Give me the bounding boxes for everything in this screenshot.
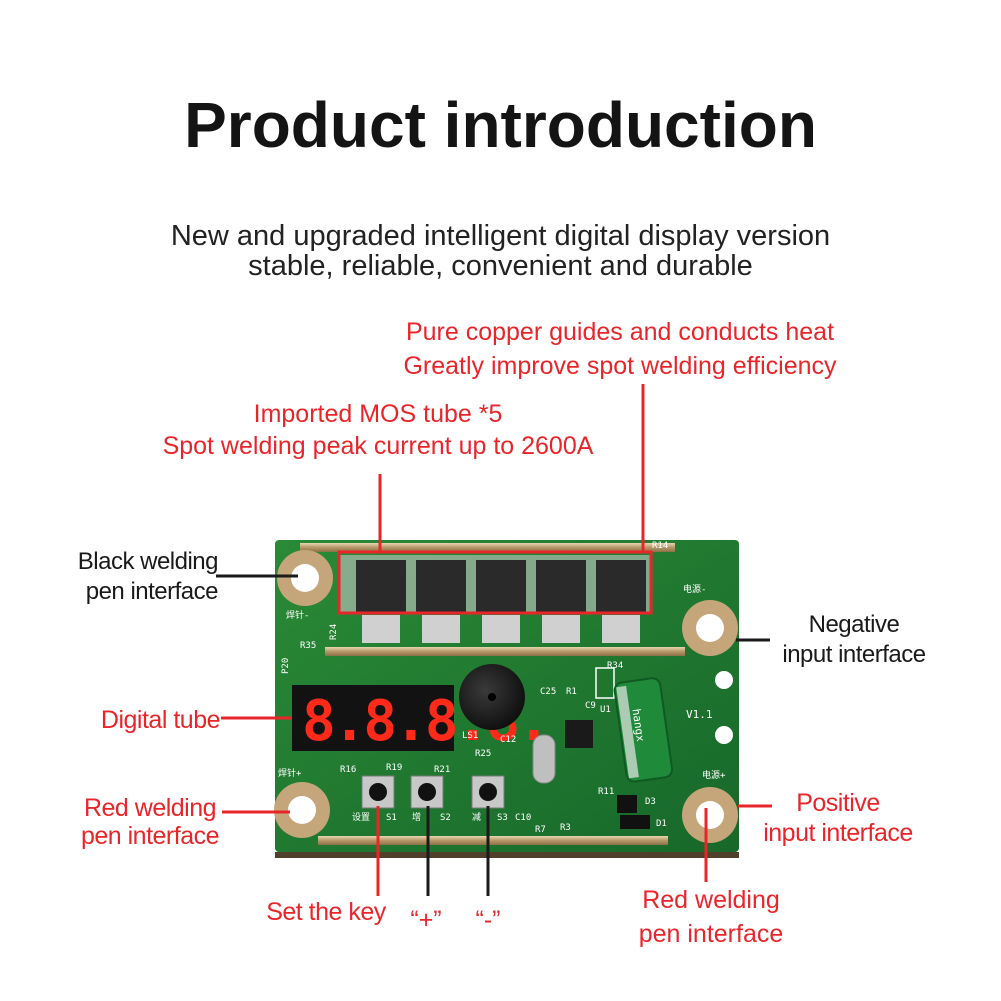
electrolytic-capacitor: hangx bbox=[613, 677, 674, 783]
tactile-buttons bbox=[361, 775, 505, 809]
mos-tube-legs bbox=[362, 615, 640, 643]
copper-rail-top bbox=[300, 543, 675, 552]
diode-d1 bbox=[620, 815, 650, 829]
crystal bbox=[532, 734, 556, 784]
svg-text:R14: R14 bbox=[652, 541, 668, 551]
silkscreen-labels: R14 R35 R24 P20 C12 LS1 R25 R16 R19 R21 … bbox=[278, 541, 726, 835]
svg-text:P20: P20 bbox=[281, 658, 291, 674]
callout-lines bbox=[216, 384, 772, 896]
mos-highlight-box bbox=[337, 550, 653, 615]
black-pen-callout-line-1: Black welding bbox=[77, 548, 219, 575]
red-pen-left-callout-line-1: Red welding bbox=[83, 794, 217, 822]
mos-tube-4 bbox=[536, 560, 586, 612]
svg-text:R16: R16 bbox=[340, 765, 356, 775]
diode-d3 bbox=[617, 795, 637, 813]
svg-text:S2: S2 bbox=[440, 813, 451, 823]
svg-text:S3: S3 bbox=[497, 813, 508, 823]
subtitle-line-1: New and upgraded intelligent digital dis… bbox=[170, 220, 831, 252]
mos-tube-1 bbox=[356, 560, 406, 612]
svg-text:S1: S1 bbox=[386, 813, 397, 823]
svg-text:R34: R34 bbox=[607, 661, 623, 671]
svg-text:设置: 设置 bbox=[352, 812, 370, 823]
pcb-bottom-edge bbox=[275, 852, 739, 858]
page-title: Product introduction bbox=[184, 89, 817, 161]
mos-tube-2 bbox=[416, 560, 466, 612]
svg-text:V1.1: V1.1 bbox=[686, 708, 713, 721]
ic-chip-u1 bbox=[565, 720, 593, 748]
digital-tube-callout: Digital tube bbox=[100, 706, 221, 734]
svg-text:电源-: 电源- bbox=[683, 583, 706, 595]
minus-key-callout: “-” bbox=[475, 906, 501, 934]
red-pen-bottom-callout-line-2: pen interface bbox=[638, 920, 784, 948]
svg-text:焊针-: 焊针- bbox=[286, 609, 309, 621]
mos-tube-3 bbox=[476, 560, 526, 612]
svg-text:R35: R35 bbox=[300, 641, 316, 651]
black-pen-callout-line-2: pen interface bbox=[85, 578, 219, 605]
subtitle-line-2: stable, reliable, convenient and durable bbox=[248, 250, 753, 282]
svg-text:U1: U1 bbox=[600, 705, 611, 715]
svg-text:LS1: LS1 bbox=[462, 731, 478, 741]
svg-text:电源+: 电源+ bbox=[702, 769, 726, 781]
svg-text:R1: R1 bbox=[566, 687, 577, 697]
svg-text:D3: D3 bbox=[645, 797, 656, 807]
mos-tube-5 bbox=[596, 560, 646, 612]
svg-text:C9: C9 bbox=[585, 701, 596, 711]
negative-callout-line-1: Negative bbox=[808, 611, 900, 638]
mounting-hole-2 bbox=[715, 726, 733, 744]
svg-text:焊针+: 焊针+ bbox=[278, 767, 302, 779]
svg-text:C12: C12 bbox=[500, 735, 516, 745]
digital-tube-body bbox=[292, 685, 454, 751]
plus-key-callout: “+” bbox=[410, 906, 442, 934]
component-u5 bbox=[595, 667, 615, 699]
svg-text:增: 增 bbox=[412, 811, 421, 823]
svg-text:D1: D1 bbox=[656, 819, 667, 829]
positive-callout-line-2: input interface bbox=[763, 819, 913, 847]
svg-text:R25: R25 bbox=[475, 749, 491, 759]
negative-callout-line-2: input interface bbox=[782, 641, 926, 668]
mos-tubes bbox=[337, 550, 653, 643]
positive-callout-line-1: Positive bbox=[796, 789, 880, 817]
svg-text:R24: R24 bbox=[329, 624, 339, 640]
copper-callout-line-1: Pure copper guides and conducts heat bbox=[405, 318, 835, 346]
copper-callout-line-2: Greatly improve spot welding efficiency bbox=[403, 352, 837, 380]
svg-text:C25: C25 bbox=[540, 687, 556, 697]
svg-text:R7: R7 bbox=[535, 825, 546, 835]
svg-text:R21: R21 bbox=[434, 765, 450, 775]
svg-text:减: 减 bbox=[472, 811, 481, 823]
red-pen-left-callout-line-2: pen interface bbox=[80, 822, 220, 850]
capacitor-label: hangx bbox=[629, 708, 647, 743]
set-key-callout: Set the key bbox=[266, 898, 386, 926]
svg-text:R11: R11 bbox=[598, 787, 614, 797]
svg-text:R3: R3 bbox=[560, 823, 571, 833]
mos-callout-line-1: Imported MOS tube *5 bbox=[253, 400, 503, 428]
mounting-hole-1 bbox=[715, 671, 733, 689]
svg-text:R19: R19 bbox=[386, 763, 402, 773]
copper-rail-middle bbox=[325, 647, 685, 656]
svg-text:C10: C10 bbox=[515, 813, 531, 823]
terminal-pads bbox=[274, 550, 738, 843]
copper-rail-bottom bbox=[318, 836, 668, 845]
mos-callout-line-2: Spot welding peak current up to 2600A bbox=[162, 432, 594, 460]
red-pen-bottom-callout-line-1: Red welding bbox=[642, 886, 780, 914]
